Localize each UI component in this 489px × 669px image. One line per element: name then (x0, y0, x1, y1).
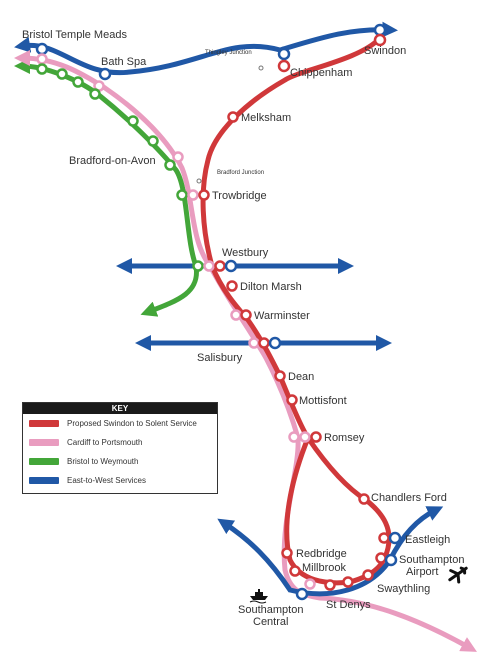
station-swindon-blue (373, 23, 387, 37)
station-chip-blue (277, 47, 291, 61)
station-boa-pink (172, 151, 184, 163)
station-bristol-pink (36, 53, 48, 65)
label-swaythling: Swaythling (377, 583, 430, 595)
key-row-pink: Cardiff to Portsmouth (23, 433, 217, 452)
label-dilton: Dilton Marsh (240, 281, 302, 293)
ship-icon (249, 589, 268, 604)
station-swindon-red (373, 33, 387, 47)
key-row-green: Bristol to Weymouth (23, 452, 217, 471)
station-green-4 (147, 135, 159, 147)
station-romsey-pink2 (299, 431, 311, 443)
station-sway-red (362, 569, 374, 581)
station-west-green (192, 260, 204, 272)
station-east-blue (388, 531, 402, 545)
label-bradford-jn: Bradford Junction (217, 170, 264, 176)
station-sal-blue (268, 336, 282, 350)
label-millbrook: Millbrook (302, 562, 347, 574)
label-trowbridge: Trowbridge (212, 190, 267, 202)
label-chippenham: Chippenham (290, 67, 352, 79)
station-dean (274, 370, 286, 382)
station-millbrook (289, 565, 301, 577)
label-warminster: Warminster (254, 310, 310, 322)
label-bristol: Bristol Temple Meads (22, 29, 127, 41)
key-label-pink: Cardiff to Portsmouth (67, 438, 143, 447)
station-romsey-red (310, 431, 322, 443)
station-sal-pink (248, 337, 260, 349)
station-central-blue (295, 587, 309, 601)
airplane-icon (448, 566, 468, 584)
station-bristol-green (36, 63, 48, 75)
map-key: KEY Proposed Swindon to Solent Service C… (22, 402, 218, 494)
label-airport-2: Airport (406, 566, 438, 578)
key-title: KEY (23, 403, 217, 414)
station-airport-blue (384, 553, 398, 567)
station-sal-red (258, 337, 270, 349)
label-chandlers: Chandlers Ford (371, 492, 447, 504)
key-swatch-green (29, 458, 59, 465)
key-row-red: Proposed Swindon to Solent Service (23, 414, 217, 433)
bradford-junction-dot (196, 178, 202, 184)
station-central-pink (304, 578, 316, 590)
station-dilton (226, 280, 238, 292)
label-central-2: Central (253, 616, 288, 628)
station-chandlers (358, 493, 370, 505)
station-trow-pink (187, 189, 199, 201)
station-airport-red (375, 552, 387, 564)
station-boa-green (164, 159, 176, 171)
station-trow-red (198, 189, 210, 201)
station-warm-pink (230, 309, 242, 321)
station-bath-blue (98, 67, 112, 81)
station-redbridge (281, 547, 293, 559)
thingley-junction-dot (258, 65, 264, 71)
station-bath-green (89, 88, 101, 100)
station-green-2 (72, 76, 84, 88)
label-central-1: Southampton (238, 604, 303, 616)
label-eastleigh: Eastleigh (405, 534, 450, 546)
label-melksham: Melksham (241, 112, 291, 124)
label-stdenys: St Denys (326, 599, 371, 611)
station-warm-red (240, 309, 252, 321)
label-swindon: Swindon (364, 45, 406, 57)
label-romsey: Romsey (324, 432, 365, 444)
label-salisbury: Salisbury (197, 352, 243, 364)
pink-line (14, 50, 477, 652)
label-boa: Bradford-on-Avon (69, 155, 156, 167)
label-dean: Dean (288, 371, 314, 383)
key-label-red: Proposed Swindon to Solent Service (67, 419, 197, 428)
key-swatch-blue (29, 477, 59, 484)
key-swatch-red (29, 420, 59, 427)
key-swatch-pink (29, 439, 59, 446)
station-sway-red2 (342, 576, 354, 588)
green-line (14, 58, 199, 317)
station-east-red (378, 532, 390, 544)
label-redbridge: Redbridge (296, 548, 347, 560)
station-bristol (35, 42, 49, 56)
station-markers (35, 23, 402, 601)
station-green-1 (56, 68, 68, 80)
station-green-3 (127, 115, 139, 127)
station-mottisfont (286, 394, 298, 406)
key-label-blue: East-to-West Services (67, 476, 146, 485)
label-airport-1: Southampton (399, 554, 464, 566)
station-romsey-pink (288, 431, 300, 443)
station-trow-green (176, 189, 188, 201)
label-bath: Bath Spa (101, 56, 147, 68)
station-west-pink (203, 260, 215, 272)
key-row-blue: East-to-West Services (23, 471, 217, 490)
station-west-red (214, 260, 226, 272)
station-west-blue (224, 259, 238, 273)
label-mottisfont: Mottisfont (299, 395, 347, 407)
label-westbury: Westbury (222, 247, 269, 259)
blue-line-southampton (217, 506, 444, 597)
station-melksham (227, 111, 239, 123)
label-thingley: Thingley Junction (205, 50, 252, 56)
key-label-green: Bristol to Weymouth (67, 457, 139, 466)
station-chip-red (277, 59, 291, 73)
station-stdenys (324, 579, 336, 591)
